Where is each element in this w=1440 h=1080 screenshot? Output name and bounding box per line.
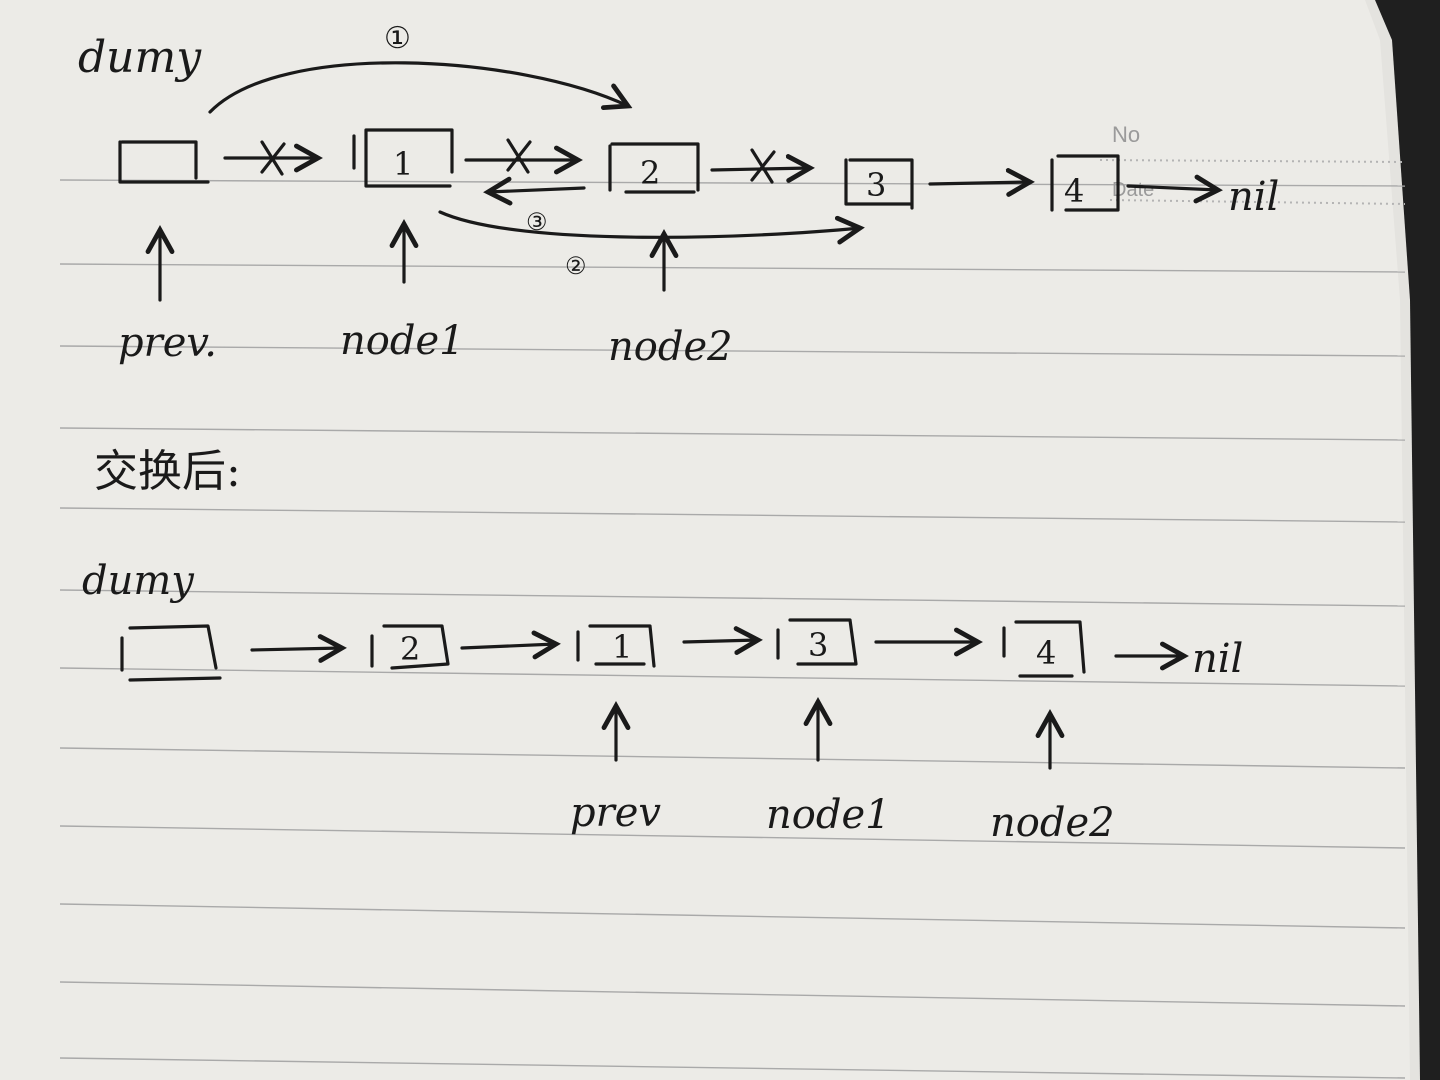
after-node-1	[576, 624, 656, 668]
before-pointer-prev-label: prev.	[118, 320, 217, 366]
after-node-2	[370, 624, 450, 670]
before-node-3-value: 3	[866, 166, 886, 204]
arrow-step-1	[208, 61, 628, 114]
after-node-2-value: 2	[400, 630, 420, 668]
after-node-4	[1002, 620, 1086, 678]
after-node-1-value: 1	[612, 628, 632, 666]
before-head-label: dumy	[78, 32, 202, 83]
after-node-3-value: 3	[808, 626, 828, 664]
before-node-1	[352, 128, 454, 188]
after-title: 交换后:	[94, 446, 241, 497]
after-node-3	[776, 618, 858, 666]
after-pointer-node1-label: node1	[766, 792, 891, 838]
before-arrow-4-nil	[1126, 186, 1218, 190]
before-node-2	[608, 142, 700, 194]
before-diagram: dumy ① 1 ③ 2 ② 3 4	[78, 21, 1279, 370]
arrow-step-2	[438, 210, 860, 237]
before-pointer-node1-label: node1	[340, 318, 465, 364]
ruled-lines	[59, 179, 1406, 1079]
before-node-2-value: 2	[640, 154, 660, 192]
step-label-2: ②	[565, 252, 587, 280]
after-head-label: dumy	[82, 558, 195, 604]
before-node-3	[844, 158, 914, 210]
cross-mark-icon	[260, 140, 286, 176]
after-pointer-prev-label: prev	[570, 790, 661, 836]
date-dotted-line	[1109, 199, 1406, 205]
no-label: No	[1112, 122, 1140, 147]
after-nil-label: nil	[1192, 636, 1243, 682]
arrow-step-3	[488, 188, 586, 192]
after-arrow-dummy-2	[250, 648, 342, 650]
after-node-4-value: 4	[1036, 634, 1056, 672]
after-diagram: 交换后: dumy 2 1 3 4 nil prev node1	[82, 446, 1243, 846]
before-pointer-node2-label: node2	[608, 324, 733, 370]
before-node-1-value: 1	[393, 145, 413, 183]
before-nil-label: nil	[1228, 174, 1279, 220]
date-label: Date	[1112, 179, 1154, 201]
step-label-3: ③	[526, 208, 548, 236]
before-node-4-value: 4	[1064, 172, 1084, 210]
before-arrow-3-4	[928, 182, 1030, 184]
after-dummy-node	[120, 624, 222, 682]
after-pointer-node2-label: node2	[990, 800, 1115, 846]
before-dummy-node	[118, 140, 210, 184]
cross-mark-icon	[750, 148, 776, 184]
step-label-1: ①	[384, 21, 411, 56]
cross-mark-icon	[506, 138, 532, 174]
after-arrow-2-1	[460, 644, 556, 648]
after-arrow-1-3	[682, 640, 758, 642]
before-node-4	[1050, 154, 1120, 212]
notebook-page	[0, 0, 1410, 1080]
